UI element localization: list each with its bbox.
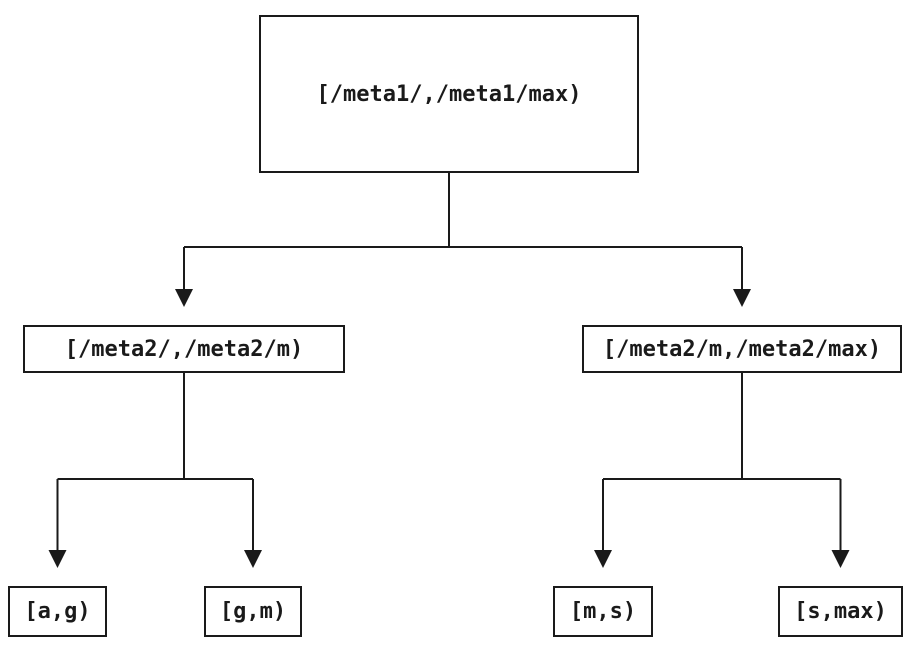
node-label: [a,g) — [24, 599, 91, 624]
arrowhead-down-icon — [733, 289, 751, 307]
node-leaf-gm: [g,m) — [204, 586, 302, 637]
node-label: [/meta2/,/meta2/m) — [64, 336, 304, 362]
node-leaf-smax: [s,max) — [778, 586, 903, 637]
node-meta2-high-range: [/meta2/m,/meta2/max) — [582, 325, 902, 373]
edge-meta2high-to-leaves — [594, 373, 850, 568]
arrowhead-down-icon — [831, 550, 850, 568]
node-label: [m,s) — [569, 599, 637, 624]
arrowhead-down-icon — [175, 289, 193, 307]
node-label: [s,max) — [794, 599, 887, 624]
node-label: [/meta2/m,/meta2/max) — [602, 336, 882, 362]
arrowhead-down-icon — [594, 550, 612, 568]
node-meta1-range: [/meta1/,/meta1/max) — [259, 15, 639, 173]
node-leaf-ag: [a,g) — [8, 586, 107, 637]
node-label: [/meta1/,/meta1/max) — [316, 81, 582, 107]
node-label: [g,m) — [219, 599, 287, 624]
edge-root-to-children — [175, 173, 751, 307]
node-meta2-low-range: [/meta2/,/meta2/m) — [23, 325, 345, 373]
arrowhead-down-icon — [48, 550, 67, 568]
node-leaf-ms: [m,s) — [553, 586, 653, 637]
edge-meta2low-to-leaves — [48, 373, 262, 568]
arrowhead-down-icon — [244, 550, 262, 568]
